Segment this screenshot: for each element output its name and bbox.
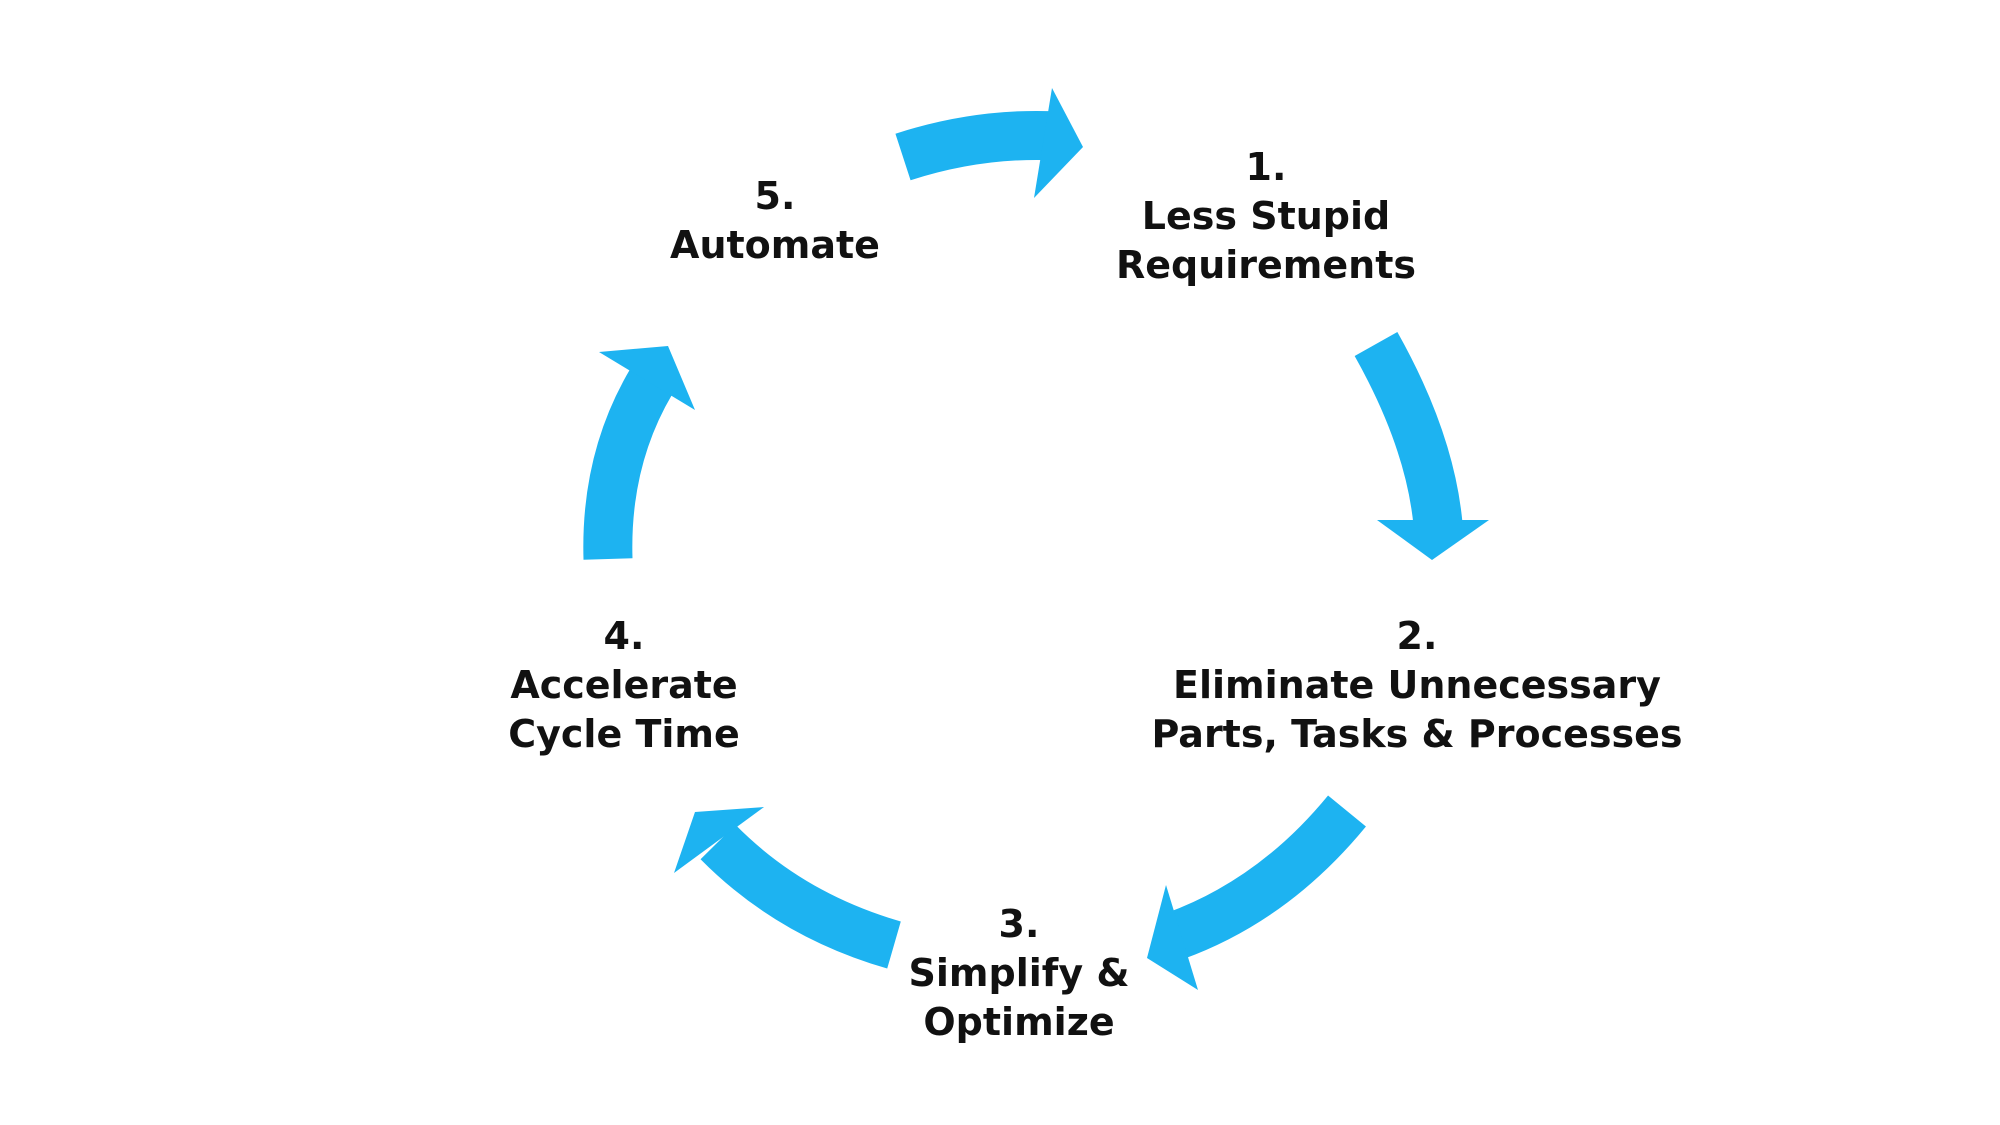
step-3-number: 3. <box>998 902 1040 946</box>
step-4-title-line-2: Cycle Time <box>508 712 740 756</box>
step-4-number: 4. <box>603 614 645 658</box>
step-3-title-line-1: Simplify & <box>908 951 1130 995</box>
arrow-2-to-3 <box>1147 795 1366 990</box>
step-1-title-line-1: Less Stupid <box>1141 194 1391 238</box>
step-5-title-line-1: Automate <box>670 223 880 267</box>
step-1-label: 1. Less Stupid Requirements <box>1116 143 1416 290</box>
arrow-3-to-4 <box>674 807 901 969</box>
step-4-title-line-1: Accelerate <box>510 663 738 707</box>
step-5-number: 5. <box>754 174 796 218</box>
step-2-label: 2. Eliminate Unnecessary Parts, Tasks & … <box>1151 612 1682 759</box>
arrow-5-to-1 <box>895 88 1083 198</box>
step-1-number: 1. <box>1245 145 1287 189</box>
step-3-title-line-2: Optimize <box>923 1000 1115 1044</box>
step-5-label: 5. Automate <box>670 172 880 270</box>
step-2-title-line-2: Parts, Tasks & Processes <box>1151 712 1683 756</box>
step-1-title-line-2: Requirements <box>1115 243 1417 287</box>
arrow-4-to-5 <box>583 346 695 560</box>
step-3-label: 3. Simplify & Optimize <box>909 900 1130 1047</box>
step-4-label: 4. Accelerate Cycle Time <box>508 612 740 759</box>
step-2-number: 2. <box>1396 614 1438 658</box>
step-2-title-line-1: Eliminate Unnecessary <box>1173 663 1661 707</box>
arrow-1-to-2 <box>1354 331 1489 560</box>
